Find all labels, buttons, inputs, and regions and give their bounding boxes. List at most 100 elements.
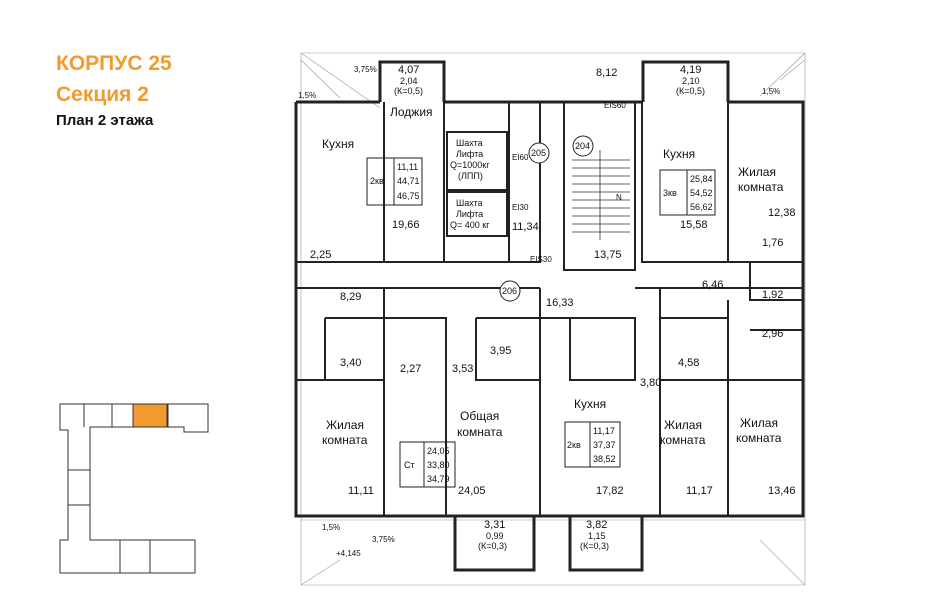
shaft1-line1: Шахта: [456, 138, 483, 148]
area-bath-r1: 1,92: [762, 289, 783, 301]
area-loggia-tr-k: (К=0,5): [676, 86, 705, 96]
key-map-highlight: [132, 403, 168, 428]
living-br-line1: Жилая: [740, 416, 778, 430]
area-bath-m2: 4,58: [678, 357, 699, 369]
walls: [294, 60, 805, 572]
marker-205: 205: [531, 148, 546, 158]
area-living-bm: 11,17: [686, 485, 713, 497]
mark-bl: 3,75%: [372, 535, 395, 544]
area-wc-l: 2,27: [400, 363, 421, 375]
area-loggia-tr: 4,19: [680, 64, 701, 76]
slope-tl: 1,5%: [298, 91, 316, 100]
area-bath-r2: 2,96: [762, 328, 783, 340]
shaft1-line3: Q=1000кг: [450, 160, 490, 170]
marker-206: 206: [502, 286, 517, 296]
shaft2-line1: Шахта: [456, 198, 483, 208]
area-balc-b1-b: 0,99: [486, 531, 504, 541]
living-bl-line2: комната: [322, 433, 368, 447]
area-corridor: 16,33: [546, 297, 574, 309]
apt1-v1: 11,11: [397, 162, 418, 172]
apt4-v2: 37,37: [593, 440, 616, 450]
apt2-v1: 25,84: [690, 174, 713, 184]
area-living-bl: 11,11: [348, 485, 374, 497]
area-kitchen-left: 19,66: [392, 219, 420, 231]
area-living-tr: 12,38: [768, 207, 796, 219]
mark-tl: 3,75%: [354, 65, 377, 74]
area-balc-b1-k: (К=0,3): [478, 541, 507, 551]
apt4-type: 2кв: [567, 440, 581, 450]
common-line2: комната: [457, 425, 503, 439]
label-ei30: EI30: [512, 203, 529, 212]
area-balc-b1: 3,31: [484, 519, 505, 531]
area-common: 24,05: [458, 485, 486, 497]
common-line1: Общая: [460, 409, 499, 423]
area-shaft-room: 11,34: [512, 221, 539, 233]
room-markers: [499, 135, 594, 302]
area-hall-mid: 3,53: [452, 363, 473, 375]
apt1-v2: 44,71: [397, 176, 420, 186]
area-bath-left: 2,25: [310, 249, 331, 261]
kitchen-mid-label: Кухня: [574, 397, 606, 411]
partitions: [296, 102, 803, 516]
apt3-type: Ст: [404, 460, 415, 470]
living-bm-line1: Жилая: [664, 418, 702, 432]
area-hall-mid2: 3,80: [640, 377, 661, 389]
apt4-v3: 38,52: [593, 454, 616, 464]
area-top-mid: 8,12: [596, 67, 617, 79]
area-corridor-r: 6,46: [702, 279, 723, 291]
loggia-label: Лоджия: [390, 105, 433, 119]
apartment-boxes: [366, 157, 716, 488]
area-balc-b2: 3,82: [586, 519, 607, 531]
living-tr-line2: комната: [738, 180, 784, 194]
apt1-v3: 46,75: [397, 191, 420, 201]
area-kitchen-mid: 17,82: [596, 485, 624, 497]
apt3-v3: 34,79: [427, 474, 450, 484]
marker-204: 204: [575, 141, 590, 151]
shaft2-line3: Q= 400 кг: [450, 220, 490, 230]
living-br-line2: комната: [736, 431, 782, 445]
label-north: N: [616, 193, 622, 202]
site-context: [300, 52, 806, 586]
area-loggia-tl-k: (К=0,5): [394, 86, 423, 96]
kitchen-left-label: Кухня: [322, 137, 354, 151]
slope-bl: 1,5%: [322, 523, 340, 532]
section-title: Секция 2: [56, 83, 149, 106]
living-tr-line1: Жилая: [738, 165, 776, 179]
label-eis30: EIS30: [530, 255, 552, 264]
apt3-v1: 24,05: [427, 446, 450, 456]
area-balc-b2-b: 1,15: [588, 531, 606, 541]
area-loggia-tr-b: 2,10: [682, 76, 700, 86]
shaft2-line2: Лифта: [456, 209, 483, 219]
elevation-mark: +4,145: [336, 549, 361, 558]
area-hall-left: 8,29: [340, 291, 361, 303]
slope-tr: 1,5%: [762, 87, 780, 96]
apt2-v2: 54,52: [690, 188, 713, 198]
apt3-v2: 33,80: [427, 460, 450, 470]
area-living-br: 13,46: [768, 485, 796, 497]
area-bath-mid: 3,95: [490, 345, 511, 357]
shaft1-line4: (ЛПП): [458, 171, 483, 181]
area-bath-tr: 1,76: [762, 237, 783, 249]
floor-plan-title: План 2 этажа: [56, 112, 154, 129]
living-bm-line2: комната: [660, 433, 706, 447]
area-loggia-tl: 4,07: [398, 64, 419, 76]
label-eis60: EIS60: [604, 101, 626, 110]
apt1-type: 2кв: [370, 176, 384, 186]
area-balc-b2-k: (К=0,3): [580, 541, 609, 551]
building-title: КОРПУС 25: [56, 52, 172, 75]
kitchen-right-label: Кухня: [663, 147, 695, 161]
stair: [572, 150, 630, 240]
living-bl-line1: Жилая: [326, 418, 364, 432]
apt4-v1: 11,17: [593, 426, 615, 436]
elevator-shafts: [446, 131, 508, 237]
shaft1-line2: Лифта: [456, 149, 483, 159]
area-loggia-tl-b: 2,04: [400, 76, 418, 86]
area-stair: 13,75: [594, 249, 622, 261]
label-ei60: EI60: [512, 153, 529, 162]
apt2-type: 3кв: [663, 188, 677, 198]
key-map: [59, 403, 209, 574]
area-kitchen-right: 15,58: [680, 219, 708, 231]
area-bath-l2: 3,40: [340, 357, 361, 369]
apt2-v3: 56,62: [690, 202, 713, 212]
